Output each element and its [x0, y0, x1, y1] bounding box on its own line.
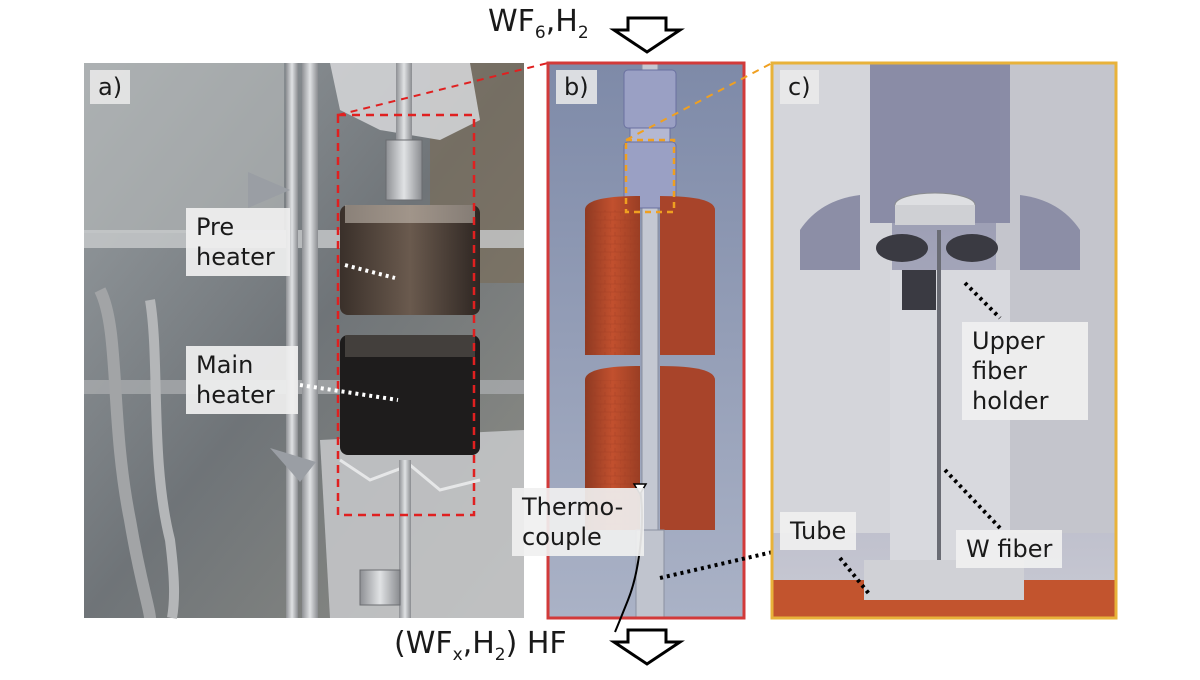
pointer-tube: [838, 556, 872, 597]
zoom-leader-b-c: [625, 62, 773, 141]
outlet-species-h: ,H: [462, 626, 495, 661]
main-heater-line2: heater: [196, 381, 275, 409]
panel-b-label: b): [556, 70, 597, 104]
pointer-tube-to-b: [659, 546, 791, 580]
main-heater-line1: Main: [196, 351, 254, 379]
inlet-species-h: ,H: [545, 4, 578, 39]
panel-c-cad: [772, 63, 1116, 618]
pre-heater-callout: Pre heater: [186, 208, 290, 276]
panel-b-border: [546, 61, 746, 620]
upper-fiber-holder-line3: holder: [972, 387, 1049, 415]
upper-fiber-holder-line1: Upper: [972, 327, 1045, 355]
zoom-box-a: [336, 113, 476, 517]
outlet-sub-2: 2: [494, 645, 506, 665]
pre-heater-line1: Pre: [196, 213, 235, 241]
zoom-box-b: [624, 138, 676, 214]
panel-c-label: c): [780, 70, 819, 104]
panel-a-label: a): [90, 70, 131, 104]
outlet-species-wf: (WF: [394, 626, 453, 661]
inlet-sub-2: 2: [577, 23, 589, 43]
thermocouple-callout: Thermo- couple: [512, 488, 644, 556]
main-heater-callout: Main heater: [186, 346, 298, 414]
outlet-species-hf: ) HF: [505, 626, 567, 661]
thermocouple-line2: couple: [522, 523, 602, 551]
outlet-arrow-icon: [609, 628, 685, 666]
zoom-leader-a-b-top: [337, 62, 549, 116]
thermocouple-line1: Thermo-: [522, 493, 624, 521]
w-fiber-callout: W fiber: [956, 530, 1063, 568]
pointer-pre-heater: [344, 263, 396, 280]
outlet-sub-x: x: [452, 645, 463, 665]
pre-heater-line2: heater: [196, 243, 275, 271]
panel-a-photo: [84, 63, 524, 619]
inlet-gas-label: WF6,H2: [488, 4, 589, 43]
pointer-upper-fiber-holder: [963, 281, 1002, 320]
upper-fiber-holder-callout: Upper fiber holder: [962, 322, 1088, 420]
panel-c-border: [770, 61, 1118, 620]
upper-fiber-holder-line2: fiber: [972, 357, 1027, 385]
tube-callout: Tube: [780, 512, 857, 550]
outlet-gas-label: (WFx,H2) HF: [394, 626, 567, 665]
inlet-species-wf: WF: [488, 4, 535, 39]
pointer-main-heater: [299, 383, 399, 402]
inlet-sub-6: 6: [534, 23, 546, 43]
inlet-arrow-icon: [609, 16, 685, 54]
